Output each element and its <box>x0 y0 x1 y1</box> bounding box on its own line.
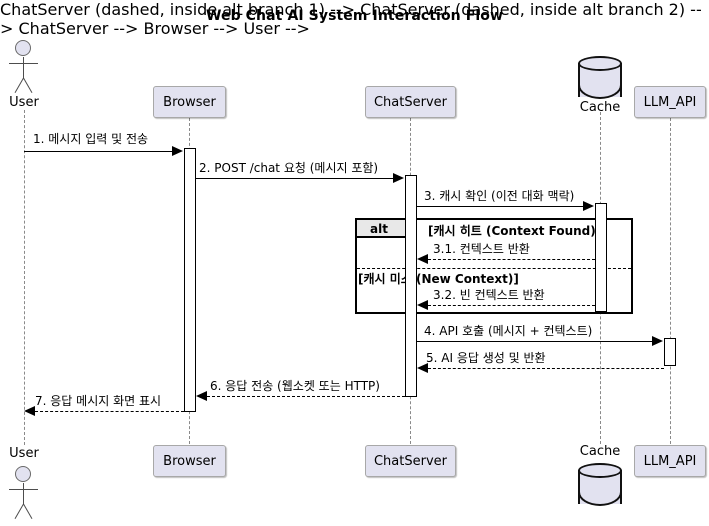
participant-cache-top[interactable]: Cache <box>578 56 622 115</box>
message-label-2: 2. POST /chat 요청 (메시지 포함) <box>199 161 379 175</box>
message-arrowhead-3 <box>583 201 594 211</box>
message-arrowhead-5 <box>417 363 428 373</box>
message-label-3: 3. 캐시 확인 (이전 대화 맥락) <box>424 189 575 203</box>
message-line-2 <box>196 178 394 179</box>
message-arrowhead-7 <box>24 406 35 416</box>
activation-bar-cache <box>595 203 607 312</box>
participant-label-user-bottom: User <box>9 446 39 461</box>
participant-chatserver-top[interactable]: ChatServer <box>365 86 456 118</box>
alt-fragment-guard-1: [캐시 히트 (Context Found)] <box>428 224 602 238</box>
participant-cache-bottom[interactable]: Cache <box>578 444 622 511</box>
alt-fragment-divider <box>357 268 631 269</box>
message-line-4 <box>417 341 653 342</box>
message-label-4: 4. API 호출 (메시지 + 컨텍스트) <box>424 324 593 338</box>
message-arrowhead-3-1 <box>417 254 428 264</box>
message-line-7 <box>35 411 184 412</box>
participant-llm-api-top[interactable]: LLM_API <box>634 86 706 118</box>
actor-leg-right-icon <box>23 77 33 93</box>
activation-bar-llm-api <box>664 338 676 366</box>
participant-label-cache-top: Cache <box>579 100 621 115</box>
message-arrowhead-3-2 <box>417 300 428 310</box>
participant-llm-api-bottom[interactable]: LLM_API <box>634 445 706 477</box>
actor-leg-left-icon <box>14 503 24 519</box>
message-line-5 <box>428 368 664 369</box>
message-label-6: 6. 응답 전송 (웹소켓 또는 HTTP) <box>210 379 380 393</box>
message-line-3-1 <box>428 259 595 260</box>
message-arrowhead-6 <box>196 391 207 401</box>
message-label-3-2: 3.2. 빈 컨텍스트 반환 <box>433 288 545 302</box>
actor-head-icon <box>15 466 31 482</box>
alt-fragment-operator-label: alt <box>370 222 388 236</box>
actor-body-icon <box>23 57 24 79</box>
activation-bar-browser <box>184 148 196 412</box>
lifeline-llm-api <box>670 118 671 444</box>
message-arrowhead-1 <box>172 146 183 156</box>
activation-bar-chatserver <box>405 175 417 397</box>
message-label-3-1: 3.1. 컨텍스트 반환 <box>433 242 530 256</box>
message-line-1 <box>24 151 173 152</box>
participant-label-cache-bottom: Cache <box>579 444 621 459</box>
actor-body-icon <box>23 483 24 505</box>
database-cylinder-top-icon <box>578 56 622 71</box>
message-arrowhead-2 <box>393 173 404 183</box>
diagram-title: Web Chat AI System Interaction Flow <box>205 8 504 24</box>
alt-fragment-guard-2: [캐시 미스 (New Context)] <box>358 272 519 286</box>
actor-leg-left-icon <box>14 77 24 93</box>
participant-label-user-top: User <box>9 95 39 110</box>
message-label-5: 5. AI 응답 생성 및 반환 <box>426 351 546 365</box>
message-label-7: 7. 응답 메시지 화면 표시 <box>35 394 162 408</box>
message-line-6 <box>207 396 405 397</box>
participant-chatserver-bottom[interactable]: ChatServer <box>365 445 456 477</box>
message-label-1: 1. 메시지 입력 및 전송 <box>33 132 149 146</box>
participant-browser-bottom[interactable]: Browser <box>153 445 226 477</box>
actor-head-icon <box>15 40 31 56</box>
alt-fragment-frame <box>355 218 633 314</box>
message-line-3 <box>417 206 584 207</box>
database-cylinder-top-icon <box>578 463 622 478</box>
actor-leg-right-icon <box>23 503 33 519</box>
message-arrowhead-4 <box>652 336 663 346</box>
participant-browser-top[interactable]: Browser <box>153 86 226 118</box>
lifeline-user <box>24 110 25 445</box>
message-line-3-2 <box>428 305 595 306</box>
